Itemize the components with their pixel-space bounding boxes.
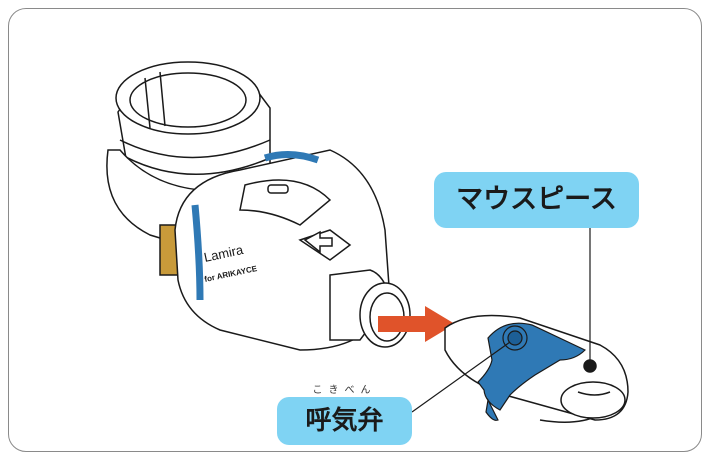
exhalation-valve [477, 322, 587, 421]
insert-arrow-icon [378, 306, 455, 342]
mouthpiece-callout: マウスピース [434, 172, 639, 228]
valve-leader-line [411, 341, 511, 413]
valve-reading: こきべん [312, 385, 377, 396]
valve-label: 呼気弁 [305, 406, 384, 436]
handset-body [106, 61, 411, 351]
mouthpiece-label: マウスピース [456, 184, 617, 215]
valve-callout: こきべん 呼気弁 [277, 385, 412, 445]
